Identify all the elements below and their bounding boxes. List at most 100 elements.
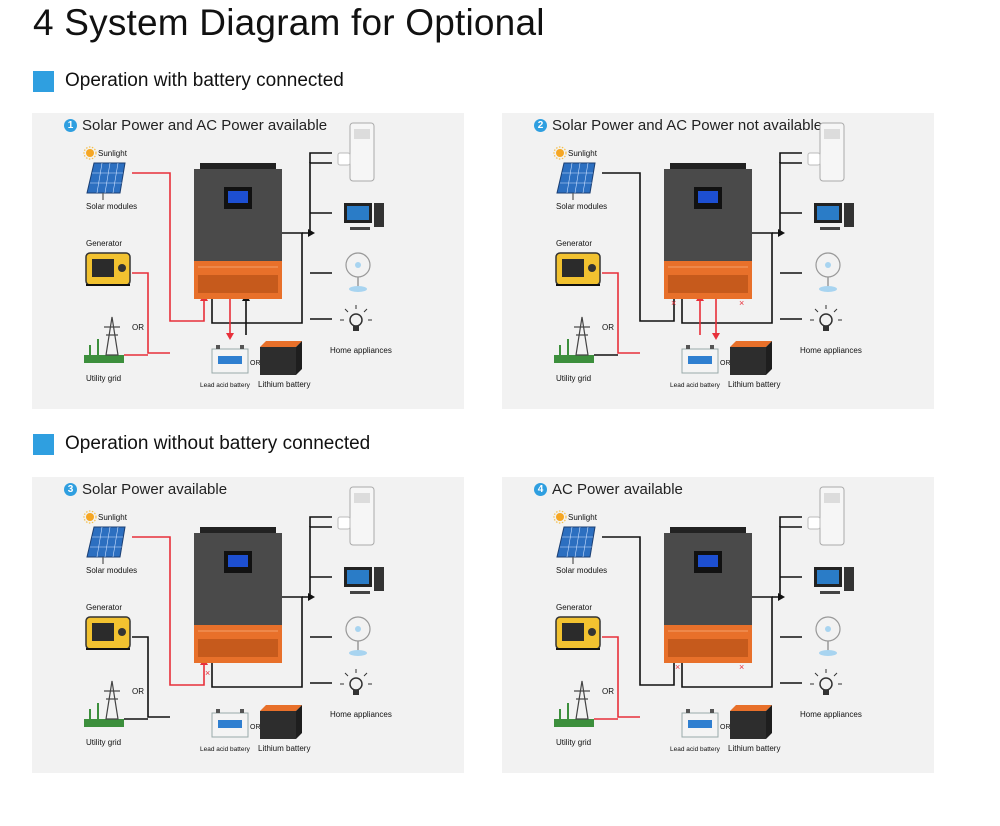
light-bulb-icon xyxy=(810,305,842,331)
generator-icon xyxy=(85,252,131,286)
or-battery-label: OR xyxy=(250,724,261,731)
number-badge: 3 xyxy=(64,483,77,496)
disconnected-x-icon: × xyxy=(671,298,676,308)
disconnected-x-icon: × xyxy=(205,668,210,678)
diagram-panel-4: 4 AC Power available Sunlight Solar modu… xyxy=(502,477,934,773)
solar-modules-label: Solar modules xyxy=(556,202,607,211)
inverter-icon xyxy=(194,163,282,299)
flow-arrow-icon xyxy=(308,593,315,601)
lithium-battery-icon xyxy=(730,705,772,739)
wiring xyxy=(124,152,332,356)
or-ac-label: OR xyxy=(132,323,144,332)
air-conditioner-icon xyxy=(337,486,375,546)
panel-title: 4 AC Power available xyxy=(534,481,683,498)
inactive-power-line xyxy=(302,162,332,234)
inactive-power-line xyxy=(211,232,303,324)
system-diagram: Sunlight Solar modules Generator OR xyxy=(553,122,862,389)
disconnected-x-icon: × xyxy=(675,662,680,672)
home-appliances-label: Home appliances xyxy=(800,346,862,355)
solar-panel-icon xyxy=(556,162,596,200)
generator-icon xyxy=(555,252,601,286)
solar-modules-label: Solar modules xyxy=(86,566,137,575)
wiring: ×× xyxy=(594,516,802,720)
section-heading-label: Operation without battery connected xyxy=(65,433,371,454)
solar-modules-label: Solar modules xyxy=(86,202,137,211)
fan-icon xyxy=(815,252,841,292)
fan-icon xyxy=(815,616,841,656)
inactive-power-line xyxy=(602,172,675,322)
system-diagram: Sunlight Solar modules Generator OR xyxy=(83,486,392,753)
computer-icon xyxy=(814,203,854,230)
lithium-battery-icon xyxy=(260,705,302,739)
generator-icon xyxy=(85,616,131,650)
diagram-panel-1: 1 Solar Power and AC Power available Sun… xyxy=(32,113,464,409)
utility-grid-label: Utility grid xyxy=(86,374,121,383)
inverter-icon xyxy=(664,527,752,663)
section-heading-label: Operation with battery connected xyxy=(65,70,344,91)
lithium-battery-label: Lithium battery xyxy=(258,380,310,389)
or-battery-label: OR xyxy=(720,724,731,731)
inactive-power-line xyxy=(681,596,773,688)
inactive-power-line xyxy=(602,536,675,686)
lithium-battery-label: Lithium battery xyxy=(728,744,780,753)
utility-grid-icon xyxy=(84,316,124,363)
lead-acid-battery-label: Lead acid battery xyxy=(200,746,251,753)
number-badge: 1 xyxy=(64,119,77,132)
flow-arrow-icon xyxy=(778,593,785,601)
air-conditioner-icon xyxy=(807,486,845,546)
utility-grid-label: Utility grid xyxy=(556,738,591,747)
light-bulb-icon xyxy=(340,669,372,695)
or-ac-label: OR xyxy=(602,687,614,696)
sun-icon xyxy=(553,146,567,160)
sunlight-label: Sunlight xyxy=(98,513,128,522)
generator-label: Generator xyxy=(556,239,592,248)
inactive-power-line xyxy=(779,516,802,527)
inverter-icon xyxy=(194,527,282,663)
solar-panel-icon xyxy=(556,526,596,564)
section-heading-without-battery: Operation without battery connected xyxy=(33,431,370,457)
lithium-battery-icon xyxy=(260,341,302,375)
panel-title-text: Solar Power available xyxy=(82,481,228,498)
panel-title: 2 Solar Power and AC Power not available xyxy=(534,117,822,134)
utility-grid-label: Utility grid xyxy=(86,738,121,747)
generator-label: Generator xyxy=(556,603,592,612)
inactive-power-line xyxy=(779,152,802,163)
utility-grid-icon xyxy=(554,680,594,727)
sunlight-label: Sunlight xyxy=(98,149,128,158)
disconnected-x-icon: × xyxy=(739,662,744,672)
lead-acid-battery-label: Lead acid battery xyxy=(670,746,721,753)
lithium-battery-icon xyxy=(730,341,772,375)
wiring: ×× xyxy=(594,152,802,356)
active-power-line xyxy=(602,636,640,718)
solar-panel-icon xyxy=(86,162,126,200)
or-battery-label: OR xyxy=(250,360,261,367)
wiring: × xyxy=(124,516,332,720)
home-appliances-label: Home appliances xyxy=(800,710,862,719)
panel-title: 1 Solar Power and AC Power available xyxy=(64,117,327,134)
home-appliances-label: Home appliances xyxy=(330,710,392,719)
section-heading-with-battery: Operation with battery connected xyxy=(33,68,344,94)
lithium-battery-label: Lithium battery xyxy=(258,744,310,753)
light-bulb-icon xyxy=(810,669,842,695)
panel-title-text: Solar Power and AC Power available xyxy=(82,117,328,134)
generator-icon xyxy=(555,616,601,650)
lithium-battery-label: Lithium battery xyxy=(728,380,780,389)
sunlight-label: Sunlight xyxy=(568,149,598,158)
inactive-power-line xyxy=(772,162,802,234)
disconnected-x-icon: × xyxy=(739,298,744,308)
diagram-panel-3: 3 Solar Power available Sunlight Solar m… xyxy=(32,477,464,773)
inactive-power-line xyxy=(302,526,332,598)
inactive-power-line xyxy=(309,516,332,527)
flow-arrow-icon xyxy=(308,229,315,237)
generator-label: Generator xyxy=(86,603,122,612)
inactive-power-line xyxy=(681,232,773,324)
number-badge: 4 xyxy=(534,483,547,496)
computer-icon xyxy=(814,567,854,594)
page-title: 4 System Diagram for Optional xyxy=(33,2,545,43)
or-battery-label: OR xyxy=(720,360,731,367)
active-power-line xyxy=(132,172,205,322)
air-conditioner-icon xyxy=(807,122,845,182)
active-power-line xyxy=(132,272,170,354)
light-bulb-icon xyxy=(340,305,372,331)
fan-icon xyxy=(345,616,371,656)
